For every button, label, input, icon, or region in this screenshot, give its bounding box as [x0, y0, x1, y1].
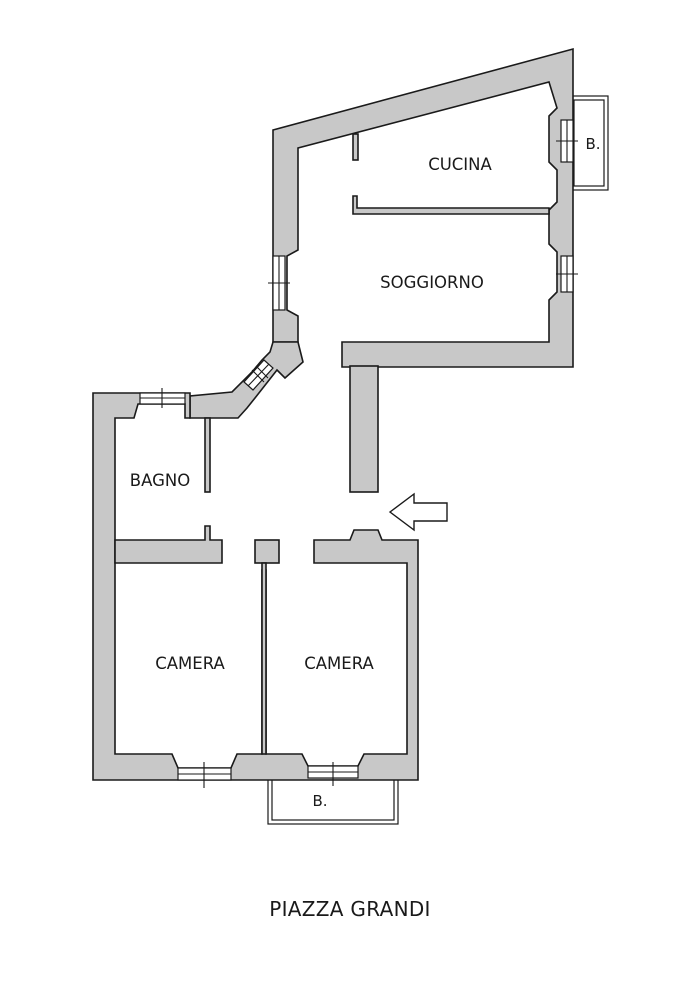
- windows: [139, 119, 578, 788]
- window-bedroom-right-south: [307, 762, 359, 786]
- balcony-east: [569, 95, 609, 191]
- bathroom-partition-wall: [204, 417, 211, 493]
- bedroom-column: [254, 539, 280, 564]
- room-label-living: SOGGIORNO: [380, 273, 484, 292]
- room-label-bedroom-left: CAMERA: [155, 654, 225, 673]
- corridor-wall: [349, 365, 379, 493]
- entrance-arrow-icon: [388, 492, 448, 532]
- bedroom-partition-wall: [261, 562, 267, 755]
- window-connector-diagonal: [243, 359, 274, 391]
- balcony-label-south: B.: [312, 792, 327, 810]
- kitchen-stub-wall: [352, 133, 359, 161]
- window-kitchen-east: [556, 119, 578, 163]
- room-label-bedroom-right: CAMERA: [304, 654, 374, 673]
- window-living-east: [556, 255, 578, 293]
- plan-caption: PIAZZA GRANDI: [269, 897, 431, 921]
- room-label-bathroom: BAGNO: [130, 471, 190, 490]
- kitchen-partition-wall: [352, 195, 550, 215]
- bathroom-south-wall: [114, 525, 223, 564]
- window-living-west: [268, 255, 290, 311]
- window-bedroom-left-south: [177, 762, 232, 788]
- window-bathroom-north: [139, 388, 186, 408]
- room-label-kitchen: CUCINA: [428, 155, 492, 174]
- balcony-label-east: B.: [585, 135, 600, 153]
- upper-wing-walls: [272, 47, 574, 368]
